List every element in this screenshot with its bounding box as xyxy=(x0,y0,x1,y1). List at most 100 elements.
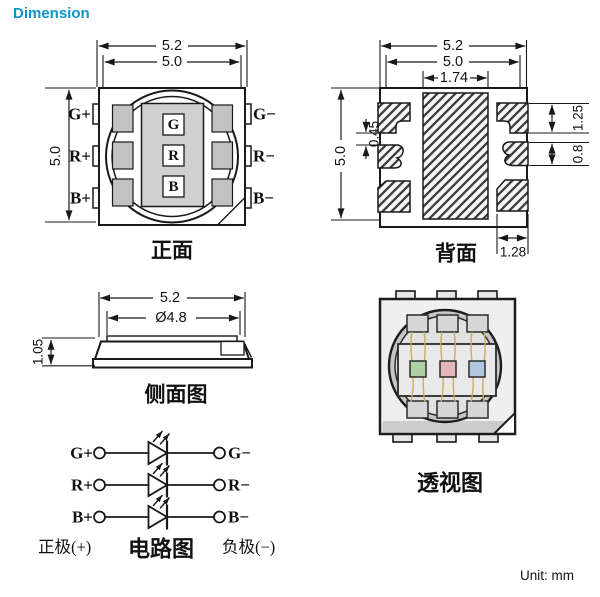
back-pad-mid-left xyxy=(377,144,404,169)
perspective-corner-chamfer xyxy=(491,410,516,435)
side-corner-chamfer xyxy=(243,342,253,358)
back-height-dim: 5.0 xyxy=(333,146,349,166)
circuit-g-neg-label: G− xyxy=(228,444,251,463)
side-base-plate xyxy=(92,358,253,369)
led-emission-arrow xyxy=(152,430,164,443)
front-corner-chamfer xyxy=(217,197,246,226)
back-pad-mid-right xyxy=(502,141,529,167)
extension-line xyxy=(106,311,241,335)
perspective-chip-blue xyxy=(468,360,486,378)
extension-line xyxy=(385,55,521,87)
back-pad-top-right xyxy=(496,102,529,134)
perspective-view-caption: 透视图 xyxy=(417,471,483,496)
back-bottom-pad-width-dim: 1.28 xyxy=(500,245,526,260)
back-thermal-pad xyxy=(422,92,489,220)
unit-label: Unit: mm xyxy=(520,568,574,583)
side-width-dim: 5.2 xyxy=(160,290,180,306)
terminal-circle xyxy=(213,478,226,492)
front-chip-r xyxy=(162,144,185,167)
inner-pad xyxy=(111,141,134,170)
extension-line xyxy=(42,337,95,367)
perspective-chip-red xyxy=(439,360,457,378)
terminal-circle xyxy=(93,510,106,524)
extension-line xyxy=(379,40,528,87)
back-pad-top-left xyxy=(377,102,411,134)
circuit-r-pos-label: R+ xyxy=(71,476,93,495)
anode-label: 正极(+) xyxy=(38,538,91,557)
terminal-circle xyxy=(93,446,106,460)
led-emission-arrow xyxy=(159,497,171,509)
inner-pad xyxy=(211,178,234,207)
front-chip-b-label: B xyxy=(168,179,178,195)
circuit-diagram: G+ G− R+ R− xyxy=(38,430,275,562)
led-triangle xyxy=(147,472,169,498)
side-view-caption: 侧面图 xyxy=(145,383,208,407)
inner-pad xyxy=(111,104,134,133)
perspective-tabs xyxy=(392,290,499,443)
page-title: Dimension xyxy=(13,5,90,22)
inner-pad xyxy=(436,314,459,333)
front-view-caption: 正面 xyxy=(151,240,193,263)
front-outer-width-dim: 5.2 xyxy=(162,38,182,54)
led-triangle xyxy=(147,504,169,530)
front-pin-b-neg: B− xyxy=(253,189,274,208)
back-inner-width-dim: 5.0 xyxy=(443,54,463,70)
front-chip-b xyxy=(162,175,185,198)
circuit-caption: 电路图 xyxy=(128,537,194,562)
extension-line xyxy=(496,214,529,254)
side-view-diagram: 5.2 Ø4.8 1.05 侧面图 xyxy=(31,290,253,407)
inner-pad xyxy=(111,178,134,207)
side-lens-diameter-dim: Ø4.8 xyxy=(155,310,186,326)
extension-line xyxy=(529,102,589,167)
front-pin-r-pos: R+ xyxy=(69,147,91,166)
extension-line xyxy=(96,40,248,87)
extension-line xyxy=(331,87,379,221)
circuit-row-r: R+ R− xyxy=(71,462,250,498)
back-pad-bottom-right xyxy=(496,179,529,212)
led-triangle xyxy=(147,440,169,466)
side-corner-block xyxy=(220,340,245,356)
inner-pad xyxy=(436,400,459,419)
inner-pad xyxy=(406,314,429,333)
front-pin-b-pos: B+ xyxy=(70,189,91,208)
front-inner-pads xyxy=(111,104,234,207)
circuit-row-b: B+ B− xyxy=(72,494,249,530)
inner-pad xyxy=(406,400,429,419)
perspective-view-diagram: 透视图 xyxy=(378,290,517,496)
led-emission-arrow xyxy=(159,465,171,477)
back-pad-bottom-left xyxy=(377,180,411,213)
extension-line xyxy=(102,55,242,87)
extension-line xyxy=(356,132,380,146)
terminal-circle xyxy=(213,510,226,524)
front-pin-g-pos: G+ xyxy=(68,105,91,124)
inner-pad xyxy=(466,314,489,333)
front-pin-r-neg: R− xyxy=(253,147,275,166)
back-pad-gap-dim: 0.45 xyxy=(367,121,382,147)
side-height-dim: 1.05 xyxy=(31,339,46,365)
circuit-g-pos-label: G+ xyxy=(70,444,93,463)
back-view-diagram: 5.2 5.0 1.74 5.0 0.45 xyxy=(331,38,589,266)
back-top-pad-height-dim: 1.25 xyxy=(571,105,586,131)
back-outer-width-dim: 5.2 xyxy=(443,38,463,54)
front-height-dim: 5.0 xyxy=(48,146,64,166)
front-pin-g-neg: G− xyxy=(253,105,276,124)
front-chip-g xyxy=(162,113,185,136)
back-mid-pad-height-dim: 0.8 xyxy=(571,145,586,164)
package-bottom-edge xyxy=(382,421,513,433)
extension-line xyxy=(98,292,246,337)
inner-pad xyxy=(466,400,489,419)
led-emission-arrow xyxy=(159,433,171,445)
front-chip-r-label: R xyxy=(168,148,179,164)
circuit-b-neg-label: B− xyxy=(228,508,249,527)
circuit-row-g: G+ G− xyxy=(70,430,251,466)
led-emission-arrow xyxy=(152,462,164,475)
cathode-label: 负极(−) xyxy=(222,538,275,557)
terminal-circle xyxy=(93,478,106,492)
led-emission-arrow xyxy=(152,494,164,507)
inner-pad xyxy=(211,141,234,170)
extension-line xyxy=(45,87,96,223)
circuit-b-pos-label: B+ xyxy=(72,508,93,527)
perspective-chip-green xyxy=(409,360,427,378)
